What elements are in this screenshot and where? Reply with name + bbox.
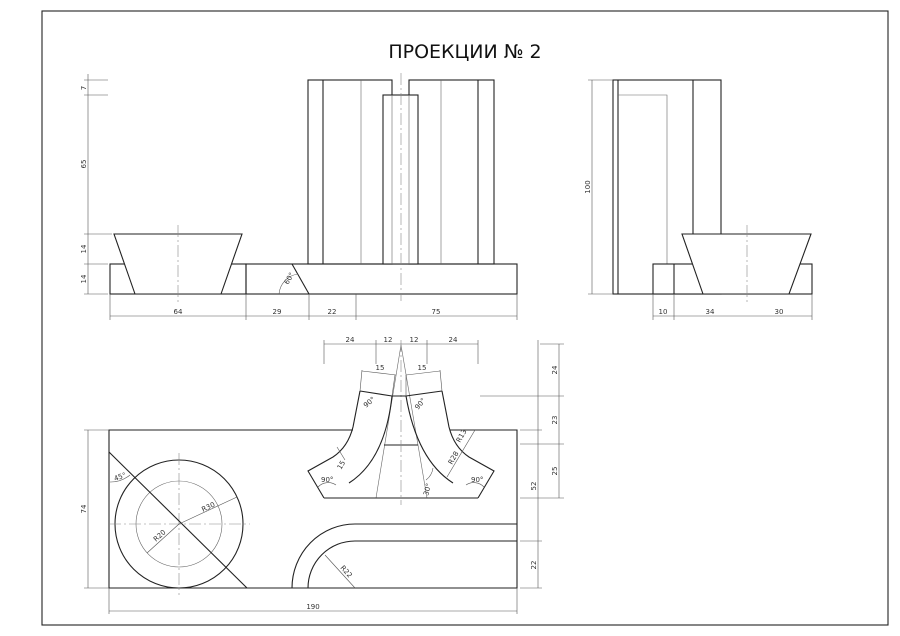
dim-14-lower: 14 <box>80 274 88 283</box>
dim-22: 22 <box>328 308 337 316</box>
dim-10: 10 <box>659 308 668 316</box>
dim-15-branch: 15 <box>336 459 347 471</box>
branch-left <box>307 390 393 499</box>
chamfer-45 <box>108 451 248 589</box>
dim-75: 75 <box>432 308 441 316</box>
dim-22-vertical: 22 <box>530 561 538 570</box>
front-block-right <box>408 79 495 265</box>
front-block-left <box>307 79 393 265</box>
dim-24-left: 24 <box>346 336 355 344</box>
dim-23-vertical: 23 <box>551 416 559 425</box>
angle-90-top-left: 90° <box>362 395 377 409</box>
dim-24-right: 24 <box>449 336 458 344</box>
angle-90-top-right: 90° <box>413 397 427 412</box>
dim-65: 65 <box>80 160 88 169</box>
angle-45-label: 45° <box>113 471 127 483</box>
front-block-middle <box>382 94 419 265</box>
dim-190: 190 <box>306 603 319 611</box>
dim-30: 30 <box>775 308 784 316</box>
branch-right <box>405 390 495 499</box>
dim-74: 74 <box>80 504 88 513</box>
dim-15-right: 15 <box>418 364 427 372</box>
radius-22-label: R22 <box>339 564 354 580</box>
sheet-frame <box>41 10 889 626</box>
side-frustum <box>681 233 812 295</box>
side-view: 100 10 34 30 <box>584 79 813 320</box>
dim-34: 34 <box>706 308 715 316</box>
front-slant-edge <box>291 263 310 295</box>
dim-100: 100 <box>584 180 592 193</box>
dim-24-vertical: 24 <box>551 365 559 374</box>
dim-14-upper: 14 <box>80 244 88 253</box>
top-outline <box>108 429 518 589</box>
dim-7: 7 <box>80 86 88 90</box>
angle-60-label: 60° <box>283 271 296 286</box>
dim-12-right: 12 <box>410 336 419 344</box>
dim-52: 52 <box>530 482 538 491</box>
slot-inner-edge <box>307 540 517 589</box>
angle-30-label: 30° <box>422 482 433 496</box>
front-view: 60° 7 65 14 14 64 29 22 75 <box>80 73 518 320</box>
front-frustum <box>113 233 243 295</box>
top-view: 45° R30 R20 R22 15 90° 90° 90° 90° 30° R… <box>80 336 564 614</box>
sheet-title: ПРОЕКЦИИ № 2 <box>388 41 541 63</box>
dim-29: 29 <box>273 308 282 316</box>
radius-30-label: R30 <box>200 501 216 514</box>
dim-15-left: 15 <box>376 364 385 372</box>
angle-90-bottom-left: 90° <box>321 476 333 484</box>
slot-outer-edge <box>291 523 517 589</box>
dim-12-left: 12 <box>384 336 393 344</box>
dim-25-vertical: 25 <box>551 467 559 476</box>
angle-arc-60 <box>278 273 299 295</box>
dim-64: 64 <box>174 308 183 316</box>
angle-90-bottom-right: 90° <box>471 476 483 484</box>
radius-20-label: R20 <box>152 528 168 543</box>
